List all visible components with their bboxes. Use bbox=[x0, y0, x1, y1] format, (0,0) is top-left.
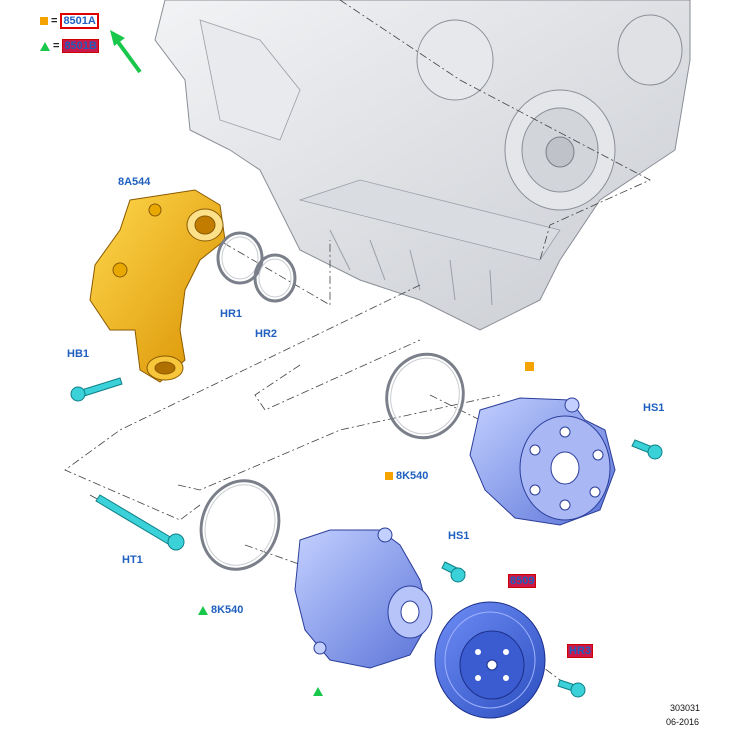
label-hr2[interactable]: HR2 bbox=[255, 328, 278, 340]
o-rings bbox=[216, 231, 297, 303]
legend-square-row: =8501A bbox=[40, 13, 99, 29]
square-marker-pump-upper bbox=[525, 362, 534, 371]
label-gasket-upper[interactable]: 8K540 bbox=[385, 470, 428, 483]
triangle-marker-pump-lower bbox=[313, 687, 323, 696]
label-pulley[interactable]: 8509 bbox=[508, 574, 537, 588]
water-pump-lower bbox=[294, 527, 433, 669]
triangle-marker-icon bbox=[40, 41, 50, 51]
engine-block bbox=[154, 0, 691, 331]
label-hr1[interactable]: HR1 bbox=[220, 308, 243, 320]
label-hs1-lower[interactable]: HS1 bbox=[448, 530, 470, 542]
legend-triangle-row: =8501B bbox=[40, 39, 99, 53]
thermostat-housing bbox=[89, 189, 226, 383]
label-ht1[interactable]: HT1 bbox=[122, 554, 143, 566]
bolts bbox=[70, 377, 663, 698]
legend-triangle-ref[interactable]: 8501B bbox=[62, 39, 99, 53]
triangle-marker-icon bbox=[198, 605, 208, 615]
highlight-arrow bbox=[110, 30, 142, 74]
pulley bbox=[434, 601, 546, 719]
label-hr3[interactable]: HR3 bbox=[567, 644, 594, 658]
label-hs1-upper[interactable]: HS1 bbox=[643, 402, 665, 414]
square-marker-icon bbox=[40, 17, 48, 26]
square-marker-icon bbox=[385, 472, 393, 481]
footer-date: 06-2016 bbox=[666, 717, 700, 727]
legend-square-ref[interactable]: 8501A bbox=[60, 13, 99, 29]
footer-code: 303031 bbox=[670, 703, 701, 713]
gasket-upper bbox=[385, 352, 465, 440]
label-hb1[interactable]: HB1 bbox=[67, 348, 90, 360]
gasket-lower bbox=[199, 479, 281, 571]
label-gasket-lower[interactable]: 8K540 bbox=[198, 604, 243, 617]
water-pump-upper bbox=[469, 397, 616, 526]
label-housing[interactable]: 8A544 bbox=[118, 176, 151, 188]
